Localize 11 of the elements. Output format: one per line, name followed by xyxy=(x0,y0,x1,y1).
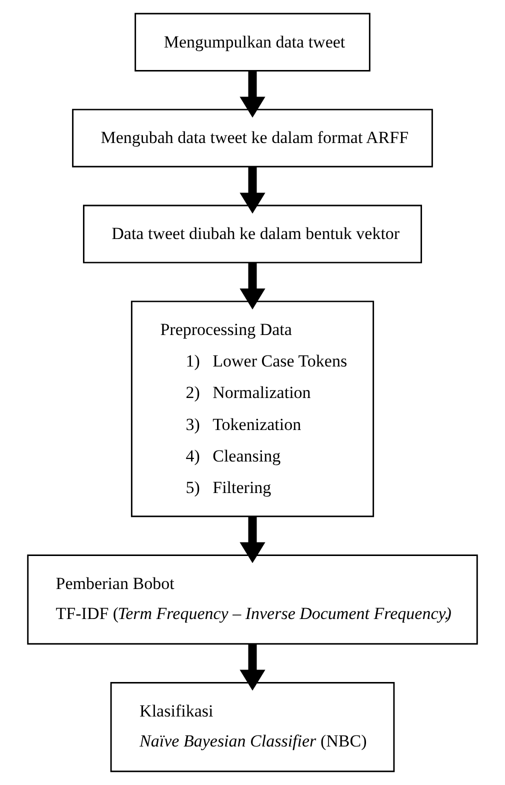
arrow xyxy=(240,262,266,310)
arrow xyxy=(240,516,266,564)
node-box: Pemberian Bobot TF-IDF (Term Frequency – Inverse Document Frequency). xyxy=(27,554,478,645)
node-box: Klasifikasi Naïve Bayesian Classifier (NBC) xyxy=(110,682,395,772)
node-box: Preprocessing Data 1) Lower Case Tokens 2) Normalization 3) Tokenization 4) Cleansing 5) Filtering xyxy=(130,300,374,518)
node-box: Mengumpulkan data tweet xyxy=(134,12,370,72)
arrow xyxy=(240,644,266,691)
node-box: Data tweet diubah ke dalam bentuk vektor xyxy=(82,204,422,264)
arrow xyxy=(240,70,266,118)
arrow xyxy=(240,166,266,214)
node-box: Mengubah data tweet ke dalam format ARFF xyxy=(72,108,433,168)
